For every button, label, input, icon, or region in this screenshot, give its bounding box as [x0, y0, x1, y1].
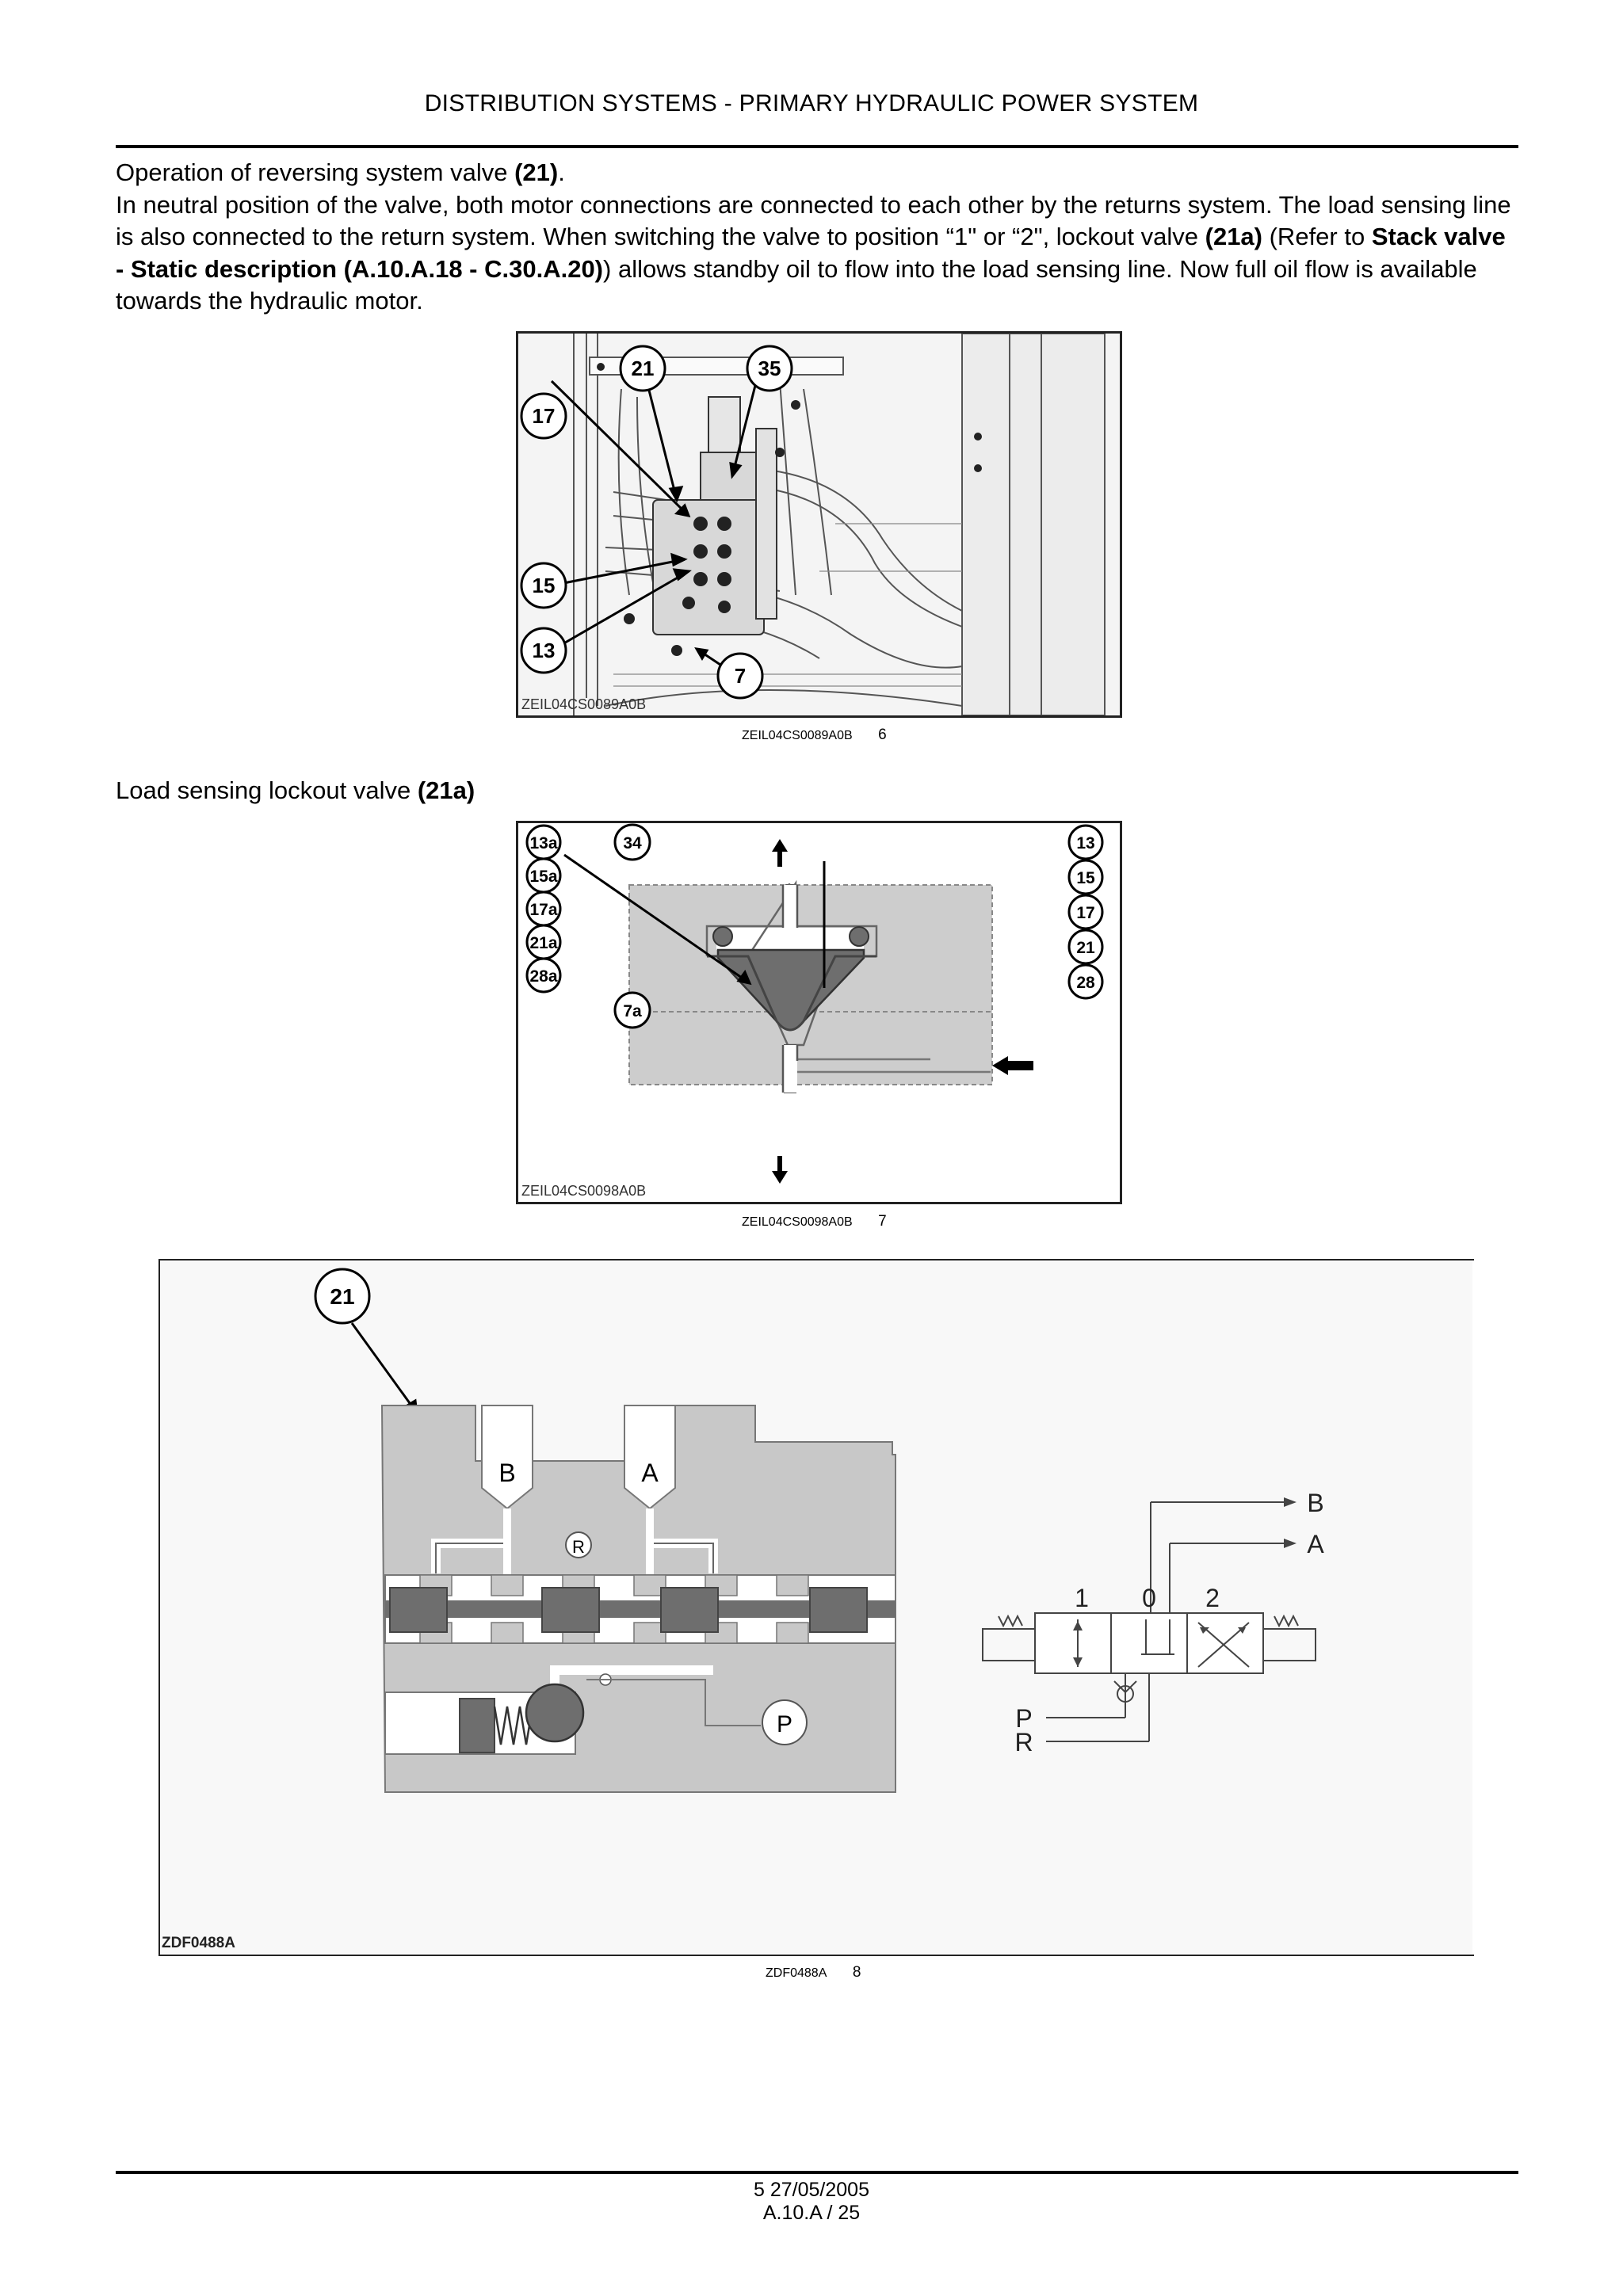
figure-7-callout-13a: 13a — [529, 834, 557, 852]
intro-para-cross-reference[interactable]: Stack valve - Static description (A.10.A… — [116, 223, 1506, 283]
figure-7-frame-code: ZEIL04CS0098A0B — [521, 1183, 646, 1199]
figure-7-callout-21a: 21a — [529, 934, 557, 952]
figure-7-caption-code: ZEIL04CS0098A0B — [742, 1215, 853, 1229]
figure-7-diagram: 13a 15a 17a 21a 28a 13 15 17 21 28 34 7a… — [516, 821, 1122, 1204]
section-heading-lockout-valve: Load sensing lockout valve (21a) — [116, 775, 1518, 807]
intro-text: Operation of reversing system valve (21)… — [116, 157, 1518, 318]
figure-8-symbol-b: B — [1307, 1489, 1323, 1517]
figure-6-callout-7: 7 — [735, 664, 746, 688]
intro-paragraph: In neutral position of the valve, both m… — [116, 189, 1518, 318]
intro-para-ref1: (21a) — [1205, 223, 1262, 250]
figure-7-callout-7a: 7a — [623, 1002, 642, 1020]
footer: 5 27/05/2005 A.10.A / 25 — [0, 2179, 1623, 2225]
figure-6-callout-21: 21 — [632, 357, 655, 380]
figure-7-callout-13: 13 — [1076, 834, 1094, 852]
figure-7-callout-21: 21 — [1076, 939, 1095, 957]
figure-6-illustration: 21 35 17 15 13 7 ZEIL04CS0089A0B — [518, 334, 1120, 715]
figure-7-callout-28a: 28a — [529, 967, 557, 986]
figure-6-caption: ZEIL04CS0089A0B 6 — [742, 727, 980, 744]
figure-7-callout-17a: 17a — [529, 901, 557, 919]
figure-6-frame-code: ZEIL04CS0089A0B — [521, 696, 646, 712]
section-heading-text: Load sensing lockout valve — [116, 776, 418, 804]
footer-page-ref: A.10.A / 25 — [762, 2202, 861, 2224]
figure-8-symbol-p: P — [1015, 1704, 1032, 1733]
figure-7-callout-15a: 15a — [529, 868, 557, 886]
figure-8-diagram: 21 B A R — [158, 1258, 1474, 1957]
footer-date: 5 27/05/2005 — [754, 2179, 869, 2201]
figure-7-caption-number: 7 — [878, 1213, 887, 1230]
figure-8-port-p: P — [777, 1711, 792, 1737]
figure-8-caption-number: 8 — [852, 1964, 861, 1981]
intro-line1-text: Operation of reversing system valve — [116, 158, 515, 186]
figure-6-photo: 21 35 17 15 13 7 ZEIL04CS0089A0B — [516, 331, 1122, 718]
figure-6-caption-code: ZEIL04CS0089A0B — [742, 729, 853, 742]
figure-8-symbol-r: R — [1014, 1728, 1033, 1756]
figure-8-frame-code: ZDF0488A — [162, 1935, 235, 1951]
figure-8-port-a: A — [641, 1459, 659, 1487]
intro-para-part1: In neutral position of the valve, both m… — [116, 190, 1511, 251]
figure-8-caption-code: ZDF0488A — [766, 1966, 827, 1980]
figure-6-callout-15: 15 — [533, 574, 556, 597]
figure-8-callout-21: 21 — [330, 1284, 354, 1309]
figure-8-symbol-pos-2: 2 — [1205, 1584, 1220, 1612]
callout-35-circle — [746, 345, 793, 392]
figure-7-callout-17: 17 — [1076, 904, 1094, 922]
figure-6-callout-35: 35 — [758, 357, 781, 380]
intro-para-part2: (Refer to — [1262, 223, 1372, 250]
page-header-title: DISTRIBUTION SYSTEMS - PRIMARY HYDRAULIC… — [424, 90, 1199, 116]
intro-line1: Operation of reversing system valve (21)… — [116, 157, 1518, 189]
figure-8-symbol-pos-0: 0 — [1142, 1584, 1156, 1612]
figure-7-illustration: 13a 15a 17a 21a 28a 13 15 17 21 28 34 7a… — [521, 823, 1104, 1199]
figure-7-callout-28: 28 — [1076, 974, 1095, 992]
figure-8-illustration: 21 B A R — [158, 1259, 1474, 1956]
callout-21-circle — [619, 345, 666, 392]
figure-6-caption-number: 6 — [878, 727, 887, 743]
figure-7-callout-34: 34 — [623, 834, 642, 852]
header-rule — [116, 145, 1518, 148]
callout-15-circle — [520, 562, 567, 609]
intro-line1-ref: (21) — [514, 158, 559, 186]
section-heading-ref: (21a) — [417, 776, 475, 804]
figure-7-caption: ZEIL04CS0098A0B 7 — [742, 1213, 980, 1230]
figure-8-port-b: B — [498, 1459, 515, 1487]
figure-7-callout-15: 15 — [1076, 869, 1095, 887]
callout-7-circle — [716, 652, 764, 700]
figure-8-symbol-pos-1: 1 — [1075, 1584, 1089, 1612]
callout-17-circle — [520, 392, 567, 440]
footer-rule — [116, 2171, 1518, 2174]
figure-8-port-r: R — [572, 1537, 585, 1557]
intro-para-part3: ) allows standby oil to flow into the lo… — [116, 254, 1477, 315]
callout-13-circle — [520, 627, 567, 674]
figure-8-symbol-a: A — [1307, 1530, 1324, 1558]
intro-line1-end: . — [558, 158, 565, 186]
figure-6-callout-13: 13 — [533, 639, 556, 662]
figure-6-callout-17: 17 — [533, 404, 556, 428]
figure-8-caption: ZDF0488A 8 — [766, 1964, 924, 1981]
